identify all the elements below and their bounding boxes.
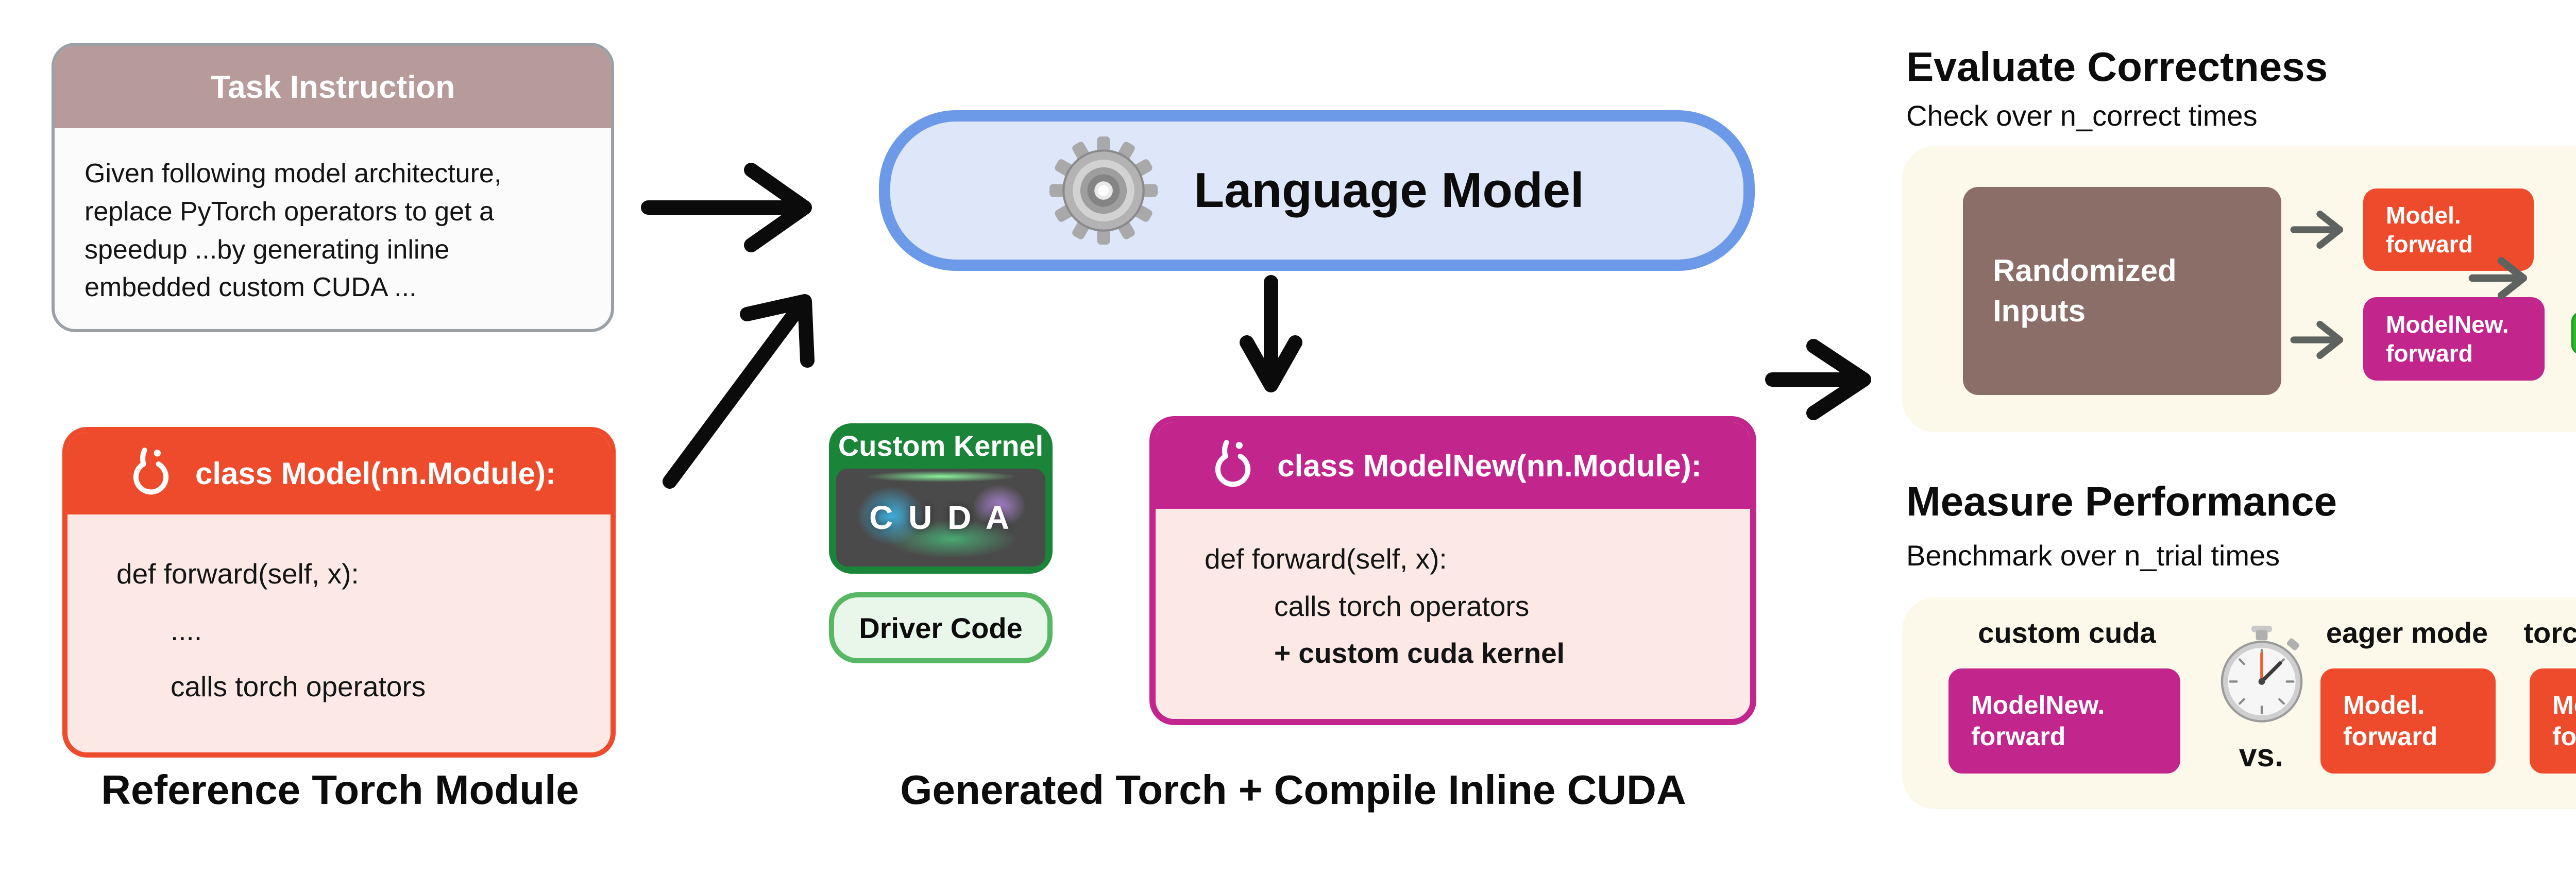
measure-title: Measure Performance — [1906, 478, 2337, 524]
driver-code-label: Driver Code — [859, 611, 1023, 644]
pytorch-flame-icon — [133, 448, 169, 495]
model-forward-box: Model. forward — [2530, 668, 2576, 774]
modelnew-forward-box: ModelNew. forward — [2363, 297, 2545, 381]
torch-compile-label: torch.compile — [2523, 616, 2576, 649]
arrow-to-eval-head — [1806, 339, 1871, 420]
task-instruction-box: Task Instruction Given following model a… — [52, 43, 614, 332]
arrow-task-to-lm-head — [744, 163, 812, 252]
task-instruction-header: Task Instruction — [55, 46, 611, 128]
code-line: .... — [171, 614, 202, 646]
reference-model-header: class Model(nn.Module): — [67, 432, 611, 514]
cuda-artwork: C U D A — [836, 469, 1045, 566]
reference-model-code: def forward(self, x): .... calls torch o… — [67, 514, 611, 706]
arrow-lm-down-head — [1240, 335, 1302, 392]
driver-code-box: Driver Code — [829, 592, 1053, 663]
randomized-inputs-box: Randomized Inputs — [1963, 187, 2281, 395]
custom-kernel-box: Custom Kernel C U D A — [829, 423, 1053, 574]
vs-label: vs. — [2239, 738, 2284, 774]
code-line: calls torch operators — [171, 671, 426, 702]
model-forward-box: Model. forward — [2320, 668, 2496, 774]
reference-model-box: class Model(nn.Module): def forward(self… — [62, 427, 616, 758]
arrow-right-icon — [2290, 210, 2344, 249]
eager-mode-label: eager mode — [2326, 616, 2488, 649]
gear-icon — [1049, 136, 1158, 245]
arrow-right-icon — [2290, 320, 2344, 359]
modelnew-header: class ModelNew(nn.Module): — [1156, 422, 1750, 509]
generated-caption: Generated Torch + Compile Inline CUDA — [900, 767, 1686, 813]
pytorch-flame-icon — [1215, 440, 1251, 487]
modelnew-forward-box: ModelNew. forward — [1948, 668, 2180, 774]
evaluate-subtitle: Check over n_correct times — [1906, 99, 2258, 132]
arrow-model-to-lm — [663, 308, 801, 489]
modelnew-box: class ModelNew(nn.Module): def forward(s… — [1149, 416, 1756, 725]
measure-panel: custom cuda ModelNew. forward vs. — [1902, 597, 2576, 809]
custom-cuda-label: custom cuda — [1978, 616, 2156, 649]
code-line: def forward(self, x): — [116, 558, 359, 590]
result-icons — [2569, 310, 2576, 357]
cuda-label: C U D A — [869, 499, 1012, 536]
task-instruction-title: Task Instruction — [210, 69, 455, 105]
code-line: def forward(self, x): — [1205, 543, 1447, 575]
language-model-label: Language Model — [1194, 163, 1584, 218]
code-line: + custom cuda kernel — [1274, 637, 1565, 669]
stopwatch-icon — [2217, 624, 2306, 730]
task-instruction-body: Given following model architecture, repl… — [84, 159, 502, 303]
custom-kernel-header: Custom Kernel — [838, 429, 1044, 462]
evaluate-title: Evaluate Correctness — [1906, 44, 2328, 90]
arrow-right-icon — [2468, 257, 2528, 299]
reference-model-header-text: class Model(nn.Module): — [195, 456, 556, 491]
modelnew-header-text: class ModelNew(nn.Module): — [1277, 448, 1702, 483]
reference-caption: Reference Torch Module — [101, 767, 579, 813]
language-model-box: Language Model — [879, 110, 1755, 271]
evaluate-panel: Randomized Inputs Model. forward ModelNe… — [1902, 146, 2576, 432]
arrow-model-to-lm-head — [740, 294, 815, 368]
measure-subtitle: Benchmark over n_trial times — [1906, 539, 2280, 572]
check-if-match-text: Check if match? — [2546, 208, 2576, 303]
modelnew-code: def forward(self, x): calls torch operat… — [1156, 509, 1750, 672]
check-mark-icon — [2571, 313, 2576, 354]
model-forward-box: Model. forward — [2363, 188, 2534, 271]
code-line: calls torch operators — [1274, 590, 1530, 622]
